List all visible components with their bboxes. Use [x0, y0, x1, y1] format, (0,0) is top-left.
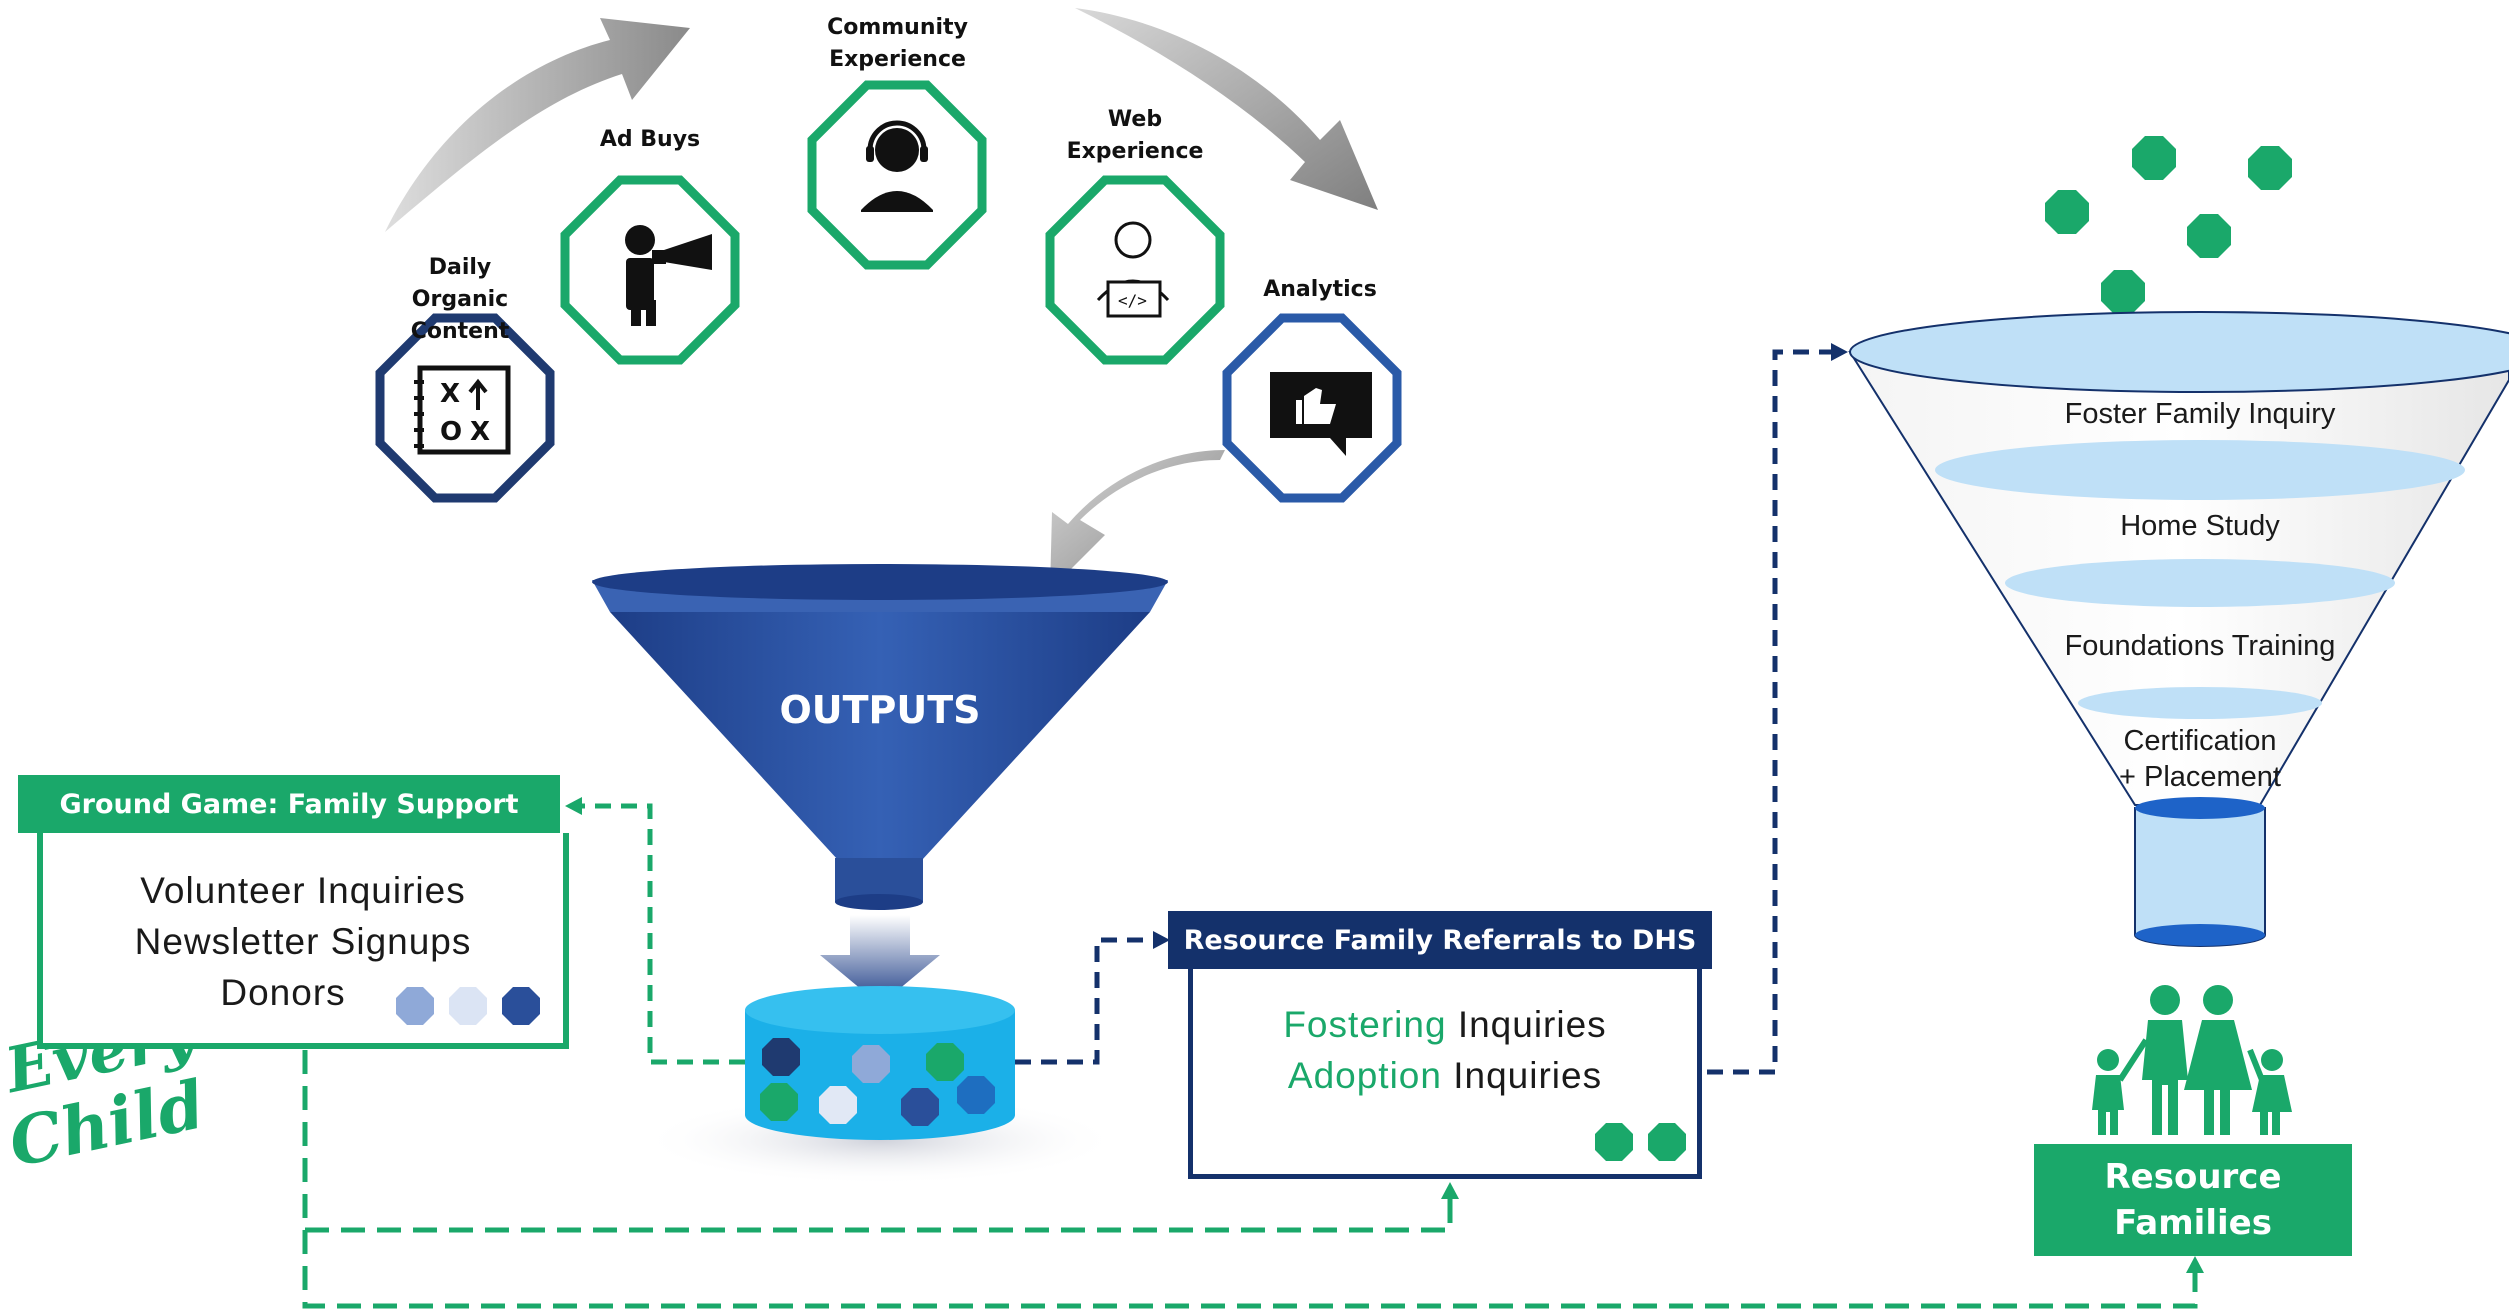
label-daily-organic-content: Daily Organic Content: [410, 255, 510, 344]
svg-text:O: O: [440, 417, 462, 447]
community-experience-octagon: [807, 80, 987, 270]
daily-organic-content-octagon: X O X: [375, 313, 555, 503]
referral-line-adoption: Adoption Inquiries: [1287, 1055, 1603, 1096]
label-community-experience: Community Experience: [827, 15, 968, 72]
outputs-label: OUTPUTS: [779, 688, 981, 732]
ground-game-item: Donors: [220, 972, 346, 1013]
resource-families-label: Resource Families: [2104, 1157, 2282, 1243]
svg-text:X: X: [470, 417, 490, 447]
thumbs-up-speech-icon: [1270, 372, 1372, 456]
ground-game-header: Ground Game: Family Support: [18, 775, 560, 833]
stage-foundations-training: Foundations Training: [2064, 630, 2336, 662]
connector-lines: [302, 343, 2204, 1309]
outputs-funnel: [592, 564, 1168, 910]
donor-tokens: [396, 987, 540, 1025]
megaphone-person-icon: [625, 225, 712, 326]
referrals-header: Resource Family Referrals to DHS: [1168, 911, 1712, 969]
cylinder-tokens: [760, 1038, 995, 1126]
resource-families-box: Resource Families: [2034, 1144, 2352, 1256]
family-icon: [2092, 985, 2292, 1135]
ad-buys-octagon: [560, 175, 740, 365]
referral-line-fostering: Fostering Inquiries: [1283, 1004, 1607, 1045]
strategy-playbook-icon: X O X: [414, 365, 511, 455]
every-child-logo: Every Child: [0, 995, 211, 1182]
collection-cylinder: [640, 986, 1120, 1185]
label-analytics: Analytics: [1263, 277, 1377, 302]
label-web-experience: Web Experience: [1066, 107, 1204, 164]
referral-tokens: [1595, 1123, 1686, 1161]
stage-foster-family-inquiry: Foster Family Inquiry: [2064, 398, 2336, 430]
svg-text:</>: </>: [1118, 291, 1147, 310]
down-arrow: [820, 915, 940, 1005]
stage-funnel: [1848, 311, 2509, 947]
ground-game-item: Newsletter Signups: [134, 921, 472, 962]
svg-text:X: X: [440, 379, 460, 409]
web-experience-octagon: </>: [1045, 175, 1225, 365]
headset-support-icon: [861, 120, 933, 212]
stage-home-study: Home Study: [2120, 510, 2280, 542]
stage-certification-placement: Certification + Placement: [2118, 725, 2281, 793]
ground-game-box: Volunteer Inquiries Newsletter Signups D…: [37, 833, 569, 1049]
flow-arrow-into-funnel: [1050, 450, 1225, 590]
referrals-box: Fostering Inquiries Adoption Inquiries: [1188, 969, 1702, 1179]
analytics-octagon: [1222, 313, 1402, 503]
flow-arrow-left: [385, 18, 690, 232]
ground-game-item: Volunteer Inquiries: [140, 870, 466, 911]
web-developer-icon: </>: [1096, 221, 1170, 318]
label-ad-buys: Ad Buys: [599, 127, 701, 152]
flow-arrow-right: [1075, 8, 1378, 210]
